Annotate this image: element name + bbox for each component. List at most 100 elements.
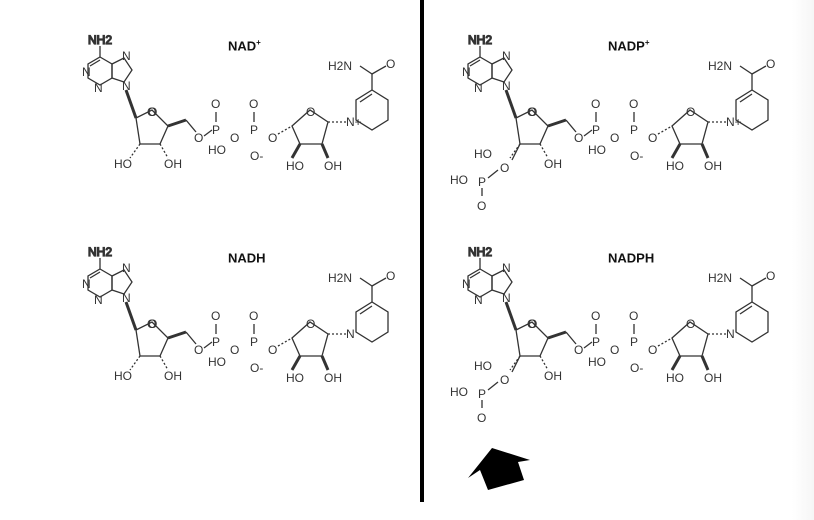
svg-text:O: O bbox=[610, 343, 619, 357]
svg-text:N: N bbox=[726, 327, 735, 341]
svg-text:HO: HO bbox=[666, 371, 684, 385]
svg-text:P: P bbox=[592, 335, 600, 349]
svg-text:HO: HO bbox=[474, 147, 492, 161]
svg-text:HO: HO bbox=[286, 371, 304, 385]
svg-text:O: O bbox=[610, 131, 619, 145]
svg-text:O: O bbox=[528, 317, 537, 331]
right-edge-shade bbox=[792, 0, 814, 520]
svg-text:O: O bbox=[211, 309, 220, 323]
structure-title: NAD+ bbox=[228, 38, 261, 53]
structure-title: NADP+ bbox=[608, 38, 650, 53]
svg-text:O: O bbox=[591, 309, 600, 323]
svg-text:N: N bbox=[502, 291, 511, 305]
structure-title: NADPH bbox=[608, 250, 654, 265]
svg-text:O-: O- bbox=[630, 149, 643, 163]
svg-text:O: O bbox=[386, 57, 395, 71]
svg-text:P: P bbox=[630, 335, 638, 349]
svg-text:O: O bbox=[147, 105, 156, 119]
svg-text:NH2: NH2 bbox=[468, 245, 492, 259]
arrow-icon bbox=[468, 448, 530, 490]
svg-text:P: P bbox=[478, 387, 486, 401]
structure-name: NADP bbox=[608, 38, 645, 54]
molecule-structure-icon: NH2 N N N N O O HO OH O P O bbox=[82, 244, 395, 385]
svg-text:O: O bbox=[477, 199, 486, 213]
structure-charge: + bbox=[256, 38, 261, 47]
svg-text:O: O bbox=[386, 269, 395, 283]
svg-text:P: P bbox=[478, 175, 486, 189]
svg-text:O: O bbox=[574, 343, 583, 357]
svg-text:O: O bbox=[306, 317, 315, 331]
svg-text:P: P bbox=[212, 123, 220, 137]
svg-text:O: O bbox=[648, 343, 657, 357]
svg-text:O: O bbox=[574, 131, 583, 145]
svg-text:N: N bbox=[502, 261, 511, 275]
svg-text:N: N bbox=[122, 291, 131, 305]
svg-text:O: O bbox=[629, 309, 638, 323]
svg-text:O: O bbox=[211, 97, 220, 111]
svg-text:HO: HO bbox=[588, 355, 606, 369]
svg-text:O: O bbox=[268, 131, 277, 145]
svg-text:HO: HO bbox=[450, 173, 468, 187]
svg-text:HO: HO bbox=[588, 143, 606, 157]
vertical-divider bbox=[420, 0, 424, 502]
svg-text:O: O bbox=[477, 411, 486, 425]
svg-text:O: O bbox=[766, 269, 775, 283]
svg-text:OH: OH bbox=[164, 369, 182, 383]
structure-name: NAD bbox=[228, 38, 257, 54]
structure-name: NADPH bbox=[608, 250, 655, 266]
svg-text:O: O bbox=[268, 343, 277, 357]
svg-text:P: P bbox=[630, 123, 638, 137]
structure-nadph: NADPH NH2 N N N N O O OH O P bbox=[440, 242, 780, 442]
svg-text:OH: OH bbox=[544, 369, 562, 383]
svg-text:O: O bbox=[527, 317, 536, 331]
svg-text:OH: OH bbox=[544, 157, 562, 171]
svg-text:O: O bbox=[629, 97, 638, 111]
structure-title: NADH bbox=[228, 250, 266, 265]
svg-text:N: N bbox=[462, 65, 471, 79]
svg-text:O: O bbox=[230, 343, 239, 357]
svg-text:O-: O- bbox=[630, 361, 643, 375]
svg-text:H2N: H2N bbox=[708, 271, 732, 285]
svg-text:OH: OH bbox=[324, 159, 342, 173]
svg-text:N: N bbox=[502, 49, 511, 63]
svg-text:N: N bbox=[346, 327, 355, 341]
svg-text:HO: HO bbox=[208, 143, 226, 157]
structure-charge: + bbox=[644, 38, 650, 47]
svg-text:NH2: NH2 bbox=[88, 33, 112, 47]
svg-text:N+: N+ bbox=[726, 115, 742, 129]
svg-text:O: O bbox=[648, 131, 657, 145]
svg-text:HO: HO bbox=[208, 355, 226, 369]
molecule-structure-icon: NH2 N N N N O O OH O P HO HO bbox=[450, 244, 775, 425]
svg-text:OH: OH bbox=[164, 157, 182, 171]
svg-text:P: P bbox=[250, 123, 258, 137]
structure-nadh: NADH NH2 N N N N O O HO OH O bbox=[60, 242, 400, 442]
svg-text:H2N: H2N bbox=[708, 59, 732, 73]
svg-text:N: N bbox=[94, 81, 103, 95]
svg-text:N+: N+ bbox=[346, 115, 362, 129]
svg-text:HO: HO bbox=[450, 385, 468, 399]
svg-text:NH2: NH2 bbox=[468, 33, 492, 47]
svg-text:O: O bbox=[194, 343, 203, 357]
svg-text:NH2: NH2 bbox=[88, 245, 112, 259]
svg-text:P: P bbox=[212, 335, 220, 349]
svg-text:OH: OH bbox=[704, 159, 722, 173]
svg-text:OH: OH bbox=[704, 371, 722, 385]
svg-text:O-: O- bbox=[250, 361, 263, 375]
svg-text:HO: HO bbox=[114, 369, 132, 383]
svg-text:N: N bbox=[82, 277, 91, 291]
svg-text:O: O bbox=[686, 105, 695, 119]
structure-name: NADH bbox=[228, 250, 266, 266]
svg-text:O: O bbox=[148, 317, 157, 331]
svg-text:N: N bbox=[462, 277, 471, 291]
svg-text:N: N bbox=[502, 79, 511, 93]
svg-text:O: O bbox=[194, 131, 203, 145]
svg-text:HO: HO bbox=[474, 359, 492, 373]
svg-text:P: P bbox=[250, 335, 258, 349]
svg-text:HO: HO bbox=[666, 159, 684, 173]
svg-text:O: O bbox=[148, 105, 157, 119]
svg-text:O: O bbox=[230, 131, 239, 145]
svg-text:H2N: H2N bbox=[328, 271, 352, 285]
svg-text:O: O bbox=[500, 161, 509, 175]
molecule-structure-icon: NH2 N N N N O O OH O P HO HO bbox=[450, 32, 775, 213]
svg-text:O: O bbox=[527, 105, 536, 119]
